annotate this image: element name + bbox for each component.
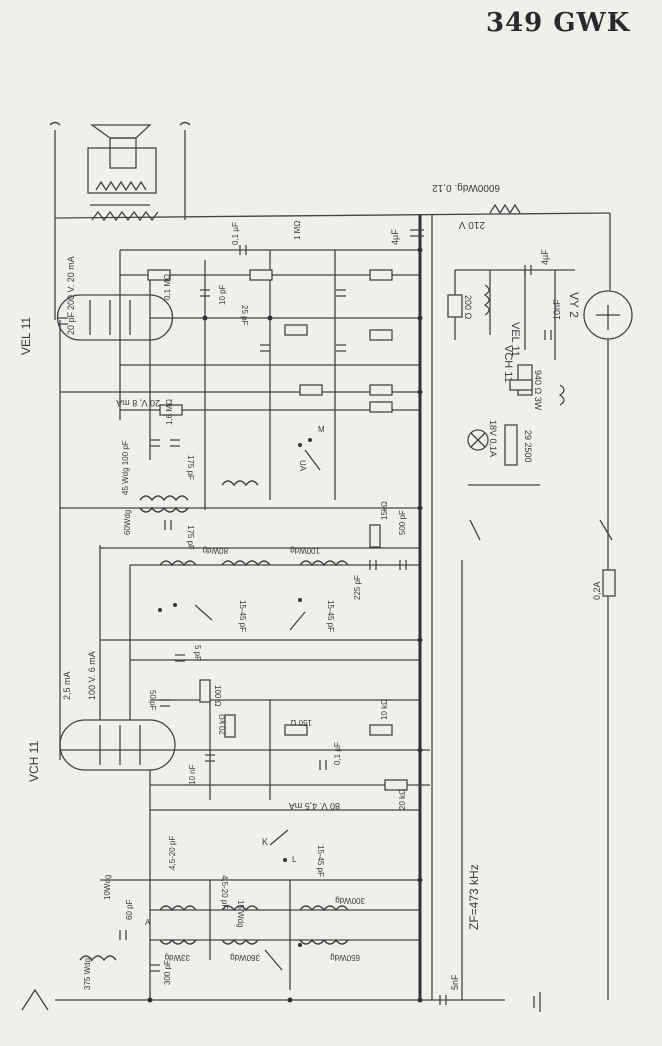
label-200ohm: 200 Ω <box>463 295 473 320</box>
label-m: M <box>318 425 325 434</box>
ground-icon <box>533 992 541 1012</box>
label-c01uf: 0,1 µF <box>231 222 240 245</box>
label-wdg650: 650Wdg <box>330 953 360 962</box>
label-wdg375: 375 Wdg <box>83 958 92 990</box>
band-switch-icons <box>158 438 321 971</box>
label-r150: 150 Ω <box>290 718 312 727</box>
label-c50pf: 50 pF <box>148 690 157 711</box>
speaker-icon <box>89 124 152 169</box>
label-c10nf: 10 nF <box>188 764 197 785</box>
junctions <box>147 247 423 1003</box>
diagram-title: 349 GWK <box>486 8 631 38</box>
label-r1mohm: 1 MΩ <box>293 221 302 240</box>
label-4uf: 4µF <box>390 229 400 245</box>
label-fuse: 0,2A <box>592 581 602 600</box>
resistor-group <box>147 269 533 791</box>
label-k: K <box>262 837 268 847</box>
label-wdg80: 80Wdg <box>203 546 228 555</box>
label-r20k: 20 kΩ <box>218 714 227 735</box>
label-r2500: 29 2500 <box>523 430 533 463</box>
label-r10k: 10 kΩ <box>380 699 389 720</box>
label-v80: 80 V. 4,5 mA <box>289 801 340 811</box>
label-c225pf: 225 pF <box>353 575 362 600</box>
label-c175b: 175 pF <box>186 525 195 550</box>
label-ua: UA <box>298 460 307 472</box>
label-r01mohm: 0,1 MΩ <box>163 274 172 300</box>
label-vel11-left: VEL 11 <box>19 317 33 355</box>
label-c15-45b: 15-45 pF <box>326 600 335 632</box>
label-5nf: 5nF <box>450 974 460 990</box>
label-wdg60: 60Wdg <box>123 510 132 535</box>
label-6000wdg: 6000Wdg. 0,12 <box>432 182 500 193</box>
label-c01: 0,1 µF <box>333 742 342 765</box>
label-100v: 100 V. 6 mA <box>87 651 97 700</box>
label-vch11-left: VCH 11 <box>27 741 41 782</box>
label-c45-20b: 4,5-20 pF <box>220 875 229 909</box>
label-r16: 1,6 MΩ <box>165 399 174 425</box>
label-wdg10: 10Wdg <box>103 875 112 900</box>
antenna-icon <box>21 988 49 1011</box>
label-c15-45: 15-45 pF <box>238 600 247 632</box>
label-wdg360: 360Wdg <box>230 953 260 962</box>
label-a: A <box>145 918 151 927</box>
label-4uf-b: 4µF <box>540 249 550 265</box>
capacitor-group <box>58 229 552 1005</box>
label-wdg300: 300Wdg <box>335 896 365 905</box>
label-wdg100: 100Wdg <box>290 546 320 555</box>
label-vel11-right: VEL 11 <box>509 322 521 357</box>
label-c45-20: 4,5-20 pF <box>168 836 177 870</box>
label-940ohm: 940 Ω 3W <box>533 370 543 411</box>
label-r15k: 15kΩ <box>380 501 389 520</box>
label-if-freq: ZF=473 kHz <box>467 864 481 930</box>
label-210v: 210 V <box>459 219 485 230</box>
label-10nf-r: 10nF <box>552 299 562 320</box>
label-l: L <box>292 855 297 864</box>
label-c10pf: 10 pF <box>218 284 227 305</box>
coil-group <box>79 480 349 962</box>
label-r20kohm: 20 kΩ <box>398 789 407 810</box>
label-20v: 20 V, 8 mA <box>116 398 160 408</box>
label-vch11-right: VCH 11 <box>502 345 514 383</box>
label-c60pf: 60 pF <box>125 899 134 920</box>
label-vel-ma: 200 V. 20 mA <box>66 256 76 310</box>
pilot-lamp-icon <box>467 429 489 451</box>
vy2-tube <box>583 290 633 340</box>
label-c45: 45 Wdg 100 pF <box>121 440 130 495</box>
label-c300pf: 300 pF <box>163 960 172 985</box>
label-vel-v: 20 pF <box>66 311 76 335</box>
label-c5pf: 5 pF <box>193 645 202 661</box>
label-wdg33: 33Wdg <box>165 953 190 962</box>
label-wdg15: 15 Wdg <box>236 900 245 928</box>
label-lamp: 18V 0,1A <box>488 420 498 457</box>
label-c500pf: 500 pF <box>398 510 407 535</box>
label-2-5ma: 2,5 mA <box>62 671 72 700</box>
label-c175: 175 pF <box>186 455 195 480</box>
label-c25pf: 25 pF <box>240 305 249 326</box>
label-c15-45c: 15-45 pF <box>316 845 325 877</box>
label-r100ohm: 100 Ω <box>213 685 222 707</box>
label-vy2: VY 2 <box>567 292 581 318</box>
vch11-tube <box>59 719 176 771</box>
